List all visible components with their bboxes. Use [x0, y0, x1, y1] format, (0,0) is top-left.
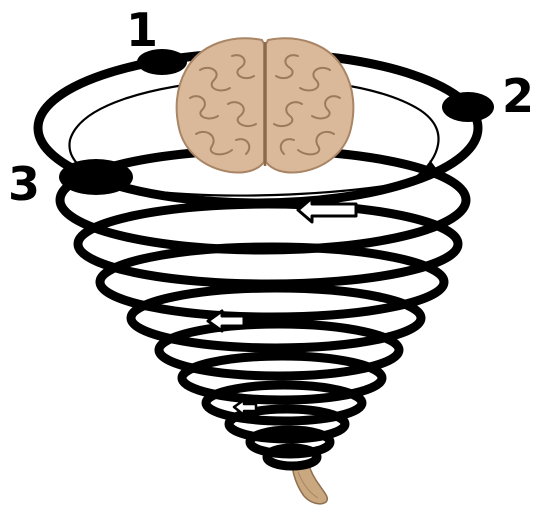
marker-2-dot — [442, 92, 494, 122]
label-2: 2 — [502, 69, 534, 123]
marker-3-dot — [59, 159, 133, 195]
label-1: 1 — [126, 3, 158, 57]
brain-illustration — [177, 38, 354, 172]
label-3: 3 — [8, 157, 40, 211]
